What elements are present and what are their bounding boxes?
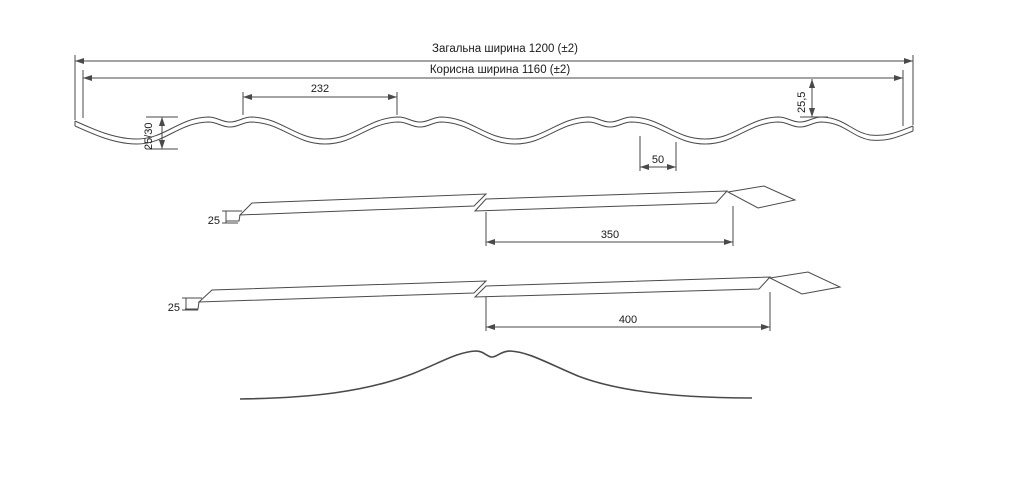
module-right-face	[473, 276, 772, 298]
dim-wave-height: 25/30	[143, 116, 178, 150]
wave-pitch-label: 232	[311, 83, 329, 95]
module-length-label: 350	[601, 229, 619, 241]
module-right-face	[473, 190, 729, 212]
step-height-label: 25	[168, 302, 180, 314]
module-end-flap	[726, 185, 797, 209]
module-350: 25 350	[208, 185, 797, 246]
flat-width-label: 50	[652, 154, 664, 166]
step-height-label: 25	[208, 215, 220, 227]
single-wave-detail	[239, 350, 753, 400]
left-tip-step	[185, 301, 200, 310]
module-400: 25 400	[168, 271, 842, 331]
wave-height-label: 25/30	[143, 122, 155, 150]
left-tip-step	[226, 214, 241, 222]
total-width-label: Загальна ширина 1200 (±2)	[432, 43, 578, 55]
useful-width-label: Корисна ширина 1160 (±2)	[430, 64, 570, 76]
dim-flat-width: 50	[639, 136, 677, 171]
dim-total-width: Загальна ширина 1200 (±2)	[74, 43, 914, 125]
profile-top-line	[74, 116, 914, 140]
module-length-label: 400	[619, 314, 637, 326]
profile-bottom-line	[74, 121, 914, 145]
edge-height-label: 25,5	[796, 92, 808, 113]
dim-useful-width: Корисна ширина 1160 (±2)	[82, 64, 904, 126]
module-left-face	[238, 193, 488, 216]
sheet-profile	[74, 116, 914, 145]
dim-wave-pitch: 232	[242, 83, 398, 115]
wave-curve	[239, 350, 753, 400]
module-left-face	[197, 280, 488, 303]
dim-edge-height: 25,5	[796, 79, 828, 118]
module-end-flap	[768, 271, 842, 295]
